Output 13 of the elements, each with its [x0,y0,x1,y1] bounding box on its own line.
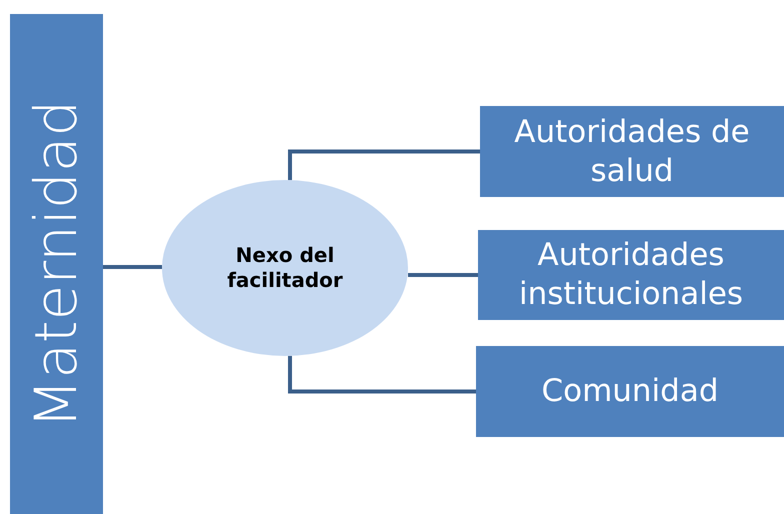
node-label: Autoridades de salud [513,112,751,190]
vertical-title: Maternidad [21,100,92,428]
connector-line [408,273,478,277]
category-box [476,346,784,437]
category-box [478,230,784,320]
connector-line [288,150,480,180]
node-label: Nexo del facilitador [226,243,344,293]
category-box [480,106,784,197]
title-bar [10,14,103,514]
connector-line [103,265,162,269]
node-label: Comunidad [540,372,720,411]
connector-line [288,356,476,394]
node-label: Autoridades institucionales [518,236,744,314]
